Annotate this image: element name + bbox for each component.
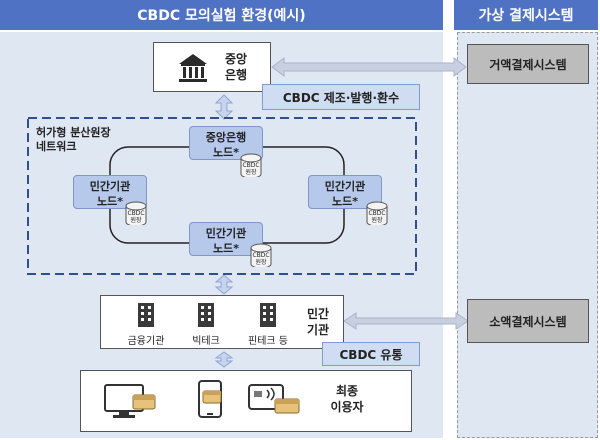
ledger-left-bottom: 원장: [130, 217, 142, 224]
ledger-left-label: CBDC 원장: [125, 210, 147, 224]
central-bank-line2: 은행: [224, 68, 248, 82]
database-icon: [366, 201, 388, 227]
institutions-label-line2: 기관: [306, 323, 330, 337]
institution-financial: 금융기관: [127, 336, 165, 347]
node-bottom-line2: 노드*: [213, 242, 239, 255]
large-value-system-box: 거액결제시스템: [467, 44, 589, 84]
issuance-tag-text: CBDC 제조·발행·환수: [282, 90, 400, 105]
network-label: 허가형 분산원장 네트워크: [36, 126, 111, 154]
arrow-network-institutions: [214, 274, 234, 295]
side-header: 가상 결제시스템: [454, 0, 598, 30]
side-panel: [457, 32, 598, 438]
arrow-bank-network: [214, 94, 234, 120]
building-icon: [198, 303, 214, 327]
ledger-left-top: CBDC: [127, 210, 145, 217]
database-icon: [125, 201, 147, 227]
end-users-box: 최종 이용자: [80, 370, 412, 432]
side-header-title: 가상 결제시스템: [478, 8, 574, 24]
ledger-central-bottom: 원장: [245, 169, 257, 176]
ledger-right-label: CBDC 원장: [366, 210, 388, 224]
institution-bigtech: 빅테크: [192, 336, 220, 347]
node-left-line1: 민간기관: [89, 180, 131, 193]
computer-wallet-icon: [104, 384, 156, 418]
node-right-line2: 노드*: [332, 195, 358, 208]
central-bank-line1: 중앙: [224, 52, 248, 66]
ledger-bottom-label: CBDC 원장: [250, 252, 272, 266]
node-right-line1: 민간기관: [324, 180, 366, 193]
node-left-line2: 노드*: [97, 195, 123, 208]
main-header-title: CBDC 모의실험 환경(예시): [137, 8, 306, 24]
network-label-line2: 네트워크: [36, 140, 77, 153]
central-bank-box: 중앙 은행: [153, 42, 271, 92]
network-label-line1: 허가형 분산원장: [36, 126, 111, 139]
circulation-tag-text: CBDC 유통: [339, 347, 403, 362]
building-icon: [260, 303, 276, 327]
node-bottom-line1: 민간기관: [205, 227, 247, 240]
arrow-bank-large: [271, 57, 467, 77]
ledger-bottom: CBDC 원장: [250, 243, 272, 271]
institutions-box: 금융기관 빅테크 핀테크 등 민간 기관: [100, 295, 344, 349]
circulation-tag: CBDC 유통: [322, 342, 420, 366]
central-bank-label: 중앙 은행: [216, 51, 256, 83]
end-users-label: 최종 이용자: [317, 383, 377, 415]
ledger-central-top: CBDC: [242, 162, 260, 169]
end-users-line2: 이용자: [330, 400, 364, 414]
database-icon: [240, 153, 262, 179]
large-value-system-label: 거액결제시스템: [489, 57, 567, 72]
institutions-label-line1: 민간: [306, 307, 330, 321]
institutions-label: 민간 기관: [297, 306, 339, 338]
node-central-line1: 중앙은행: [205, 131, 247, 144]
ledger-right-top: CBDC: [368, 210, 386, 217]
ledger-right: CBDC 원장: [366, 201, 388, 229]
institution-fintech: 핀테크 등: [248, 336, 288, 347]
issuance-tag: CBDC 제조·발행·환수: [262, 84, 420, 110]
ledger-bottom-bottom: 원장: [255, 259, 267, 266]
card-wallet-icon: [248, 384, 300, 414]
ledger-left: CBDC 원장: [125, 201, 147, 229]
building-icon: [138, 303, 154, 327]
node-private-bottom: 민간기관 노드*: [189, 222, 263, 256]
phone-wallet-icon: [198, 380, 222, 418]
retail-payment-system-label: 소액결제시스템: [489, 314, 567, 329]
arrow-inst-small: [343, 312, 469, 330]
main-header: CBDC 모의실험 환경(예시): [0, 0, 443, 30]
end-users-line1: 최종: [335, 384, 359, 398]
ledger-central-label: CBDC 원장: [240, 162, 262, 176]
arrow-institutions-users: [214, 351, 234, 368]
node-central-line2: 노드*: [213, 146, 239, 159]
network-border: [27, 117, 417, 275]
retail-payment-system-box: 소액결제시스템: [467, 299, 589, 343]
bank-icon: [179, 54, 207, 82]
ledger-bottom-top: CBDC: [252, 252, 270, 259]
ledger-right-bottom: 원장: [371, 217, 383, 224]
ledger-central: CBDC 원장: [240, 153, 262, 181]
